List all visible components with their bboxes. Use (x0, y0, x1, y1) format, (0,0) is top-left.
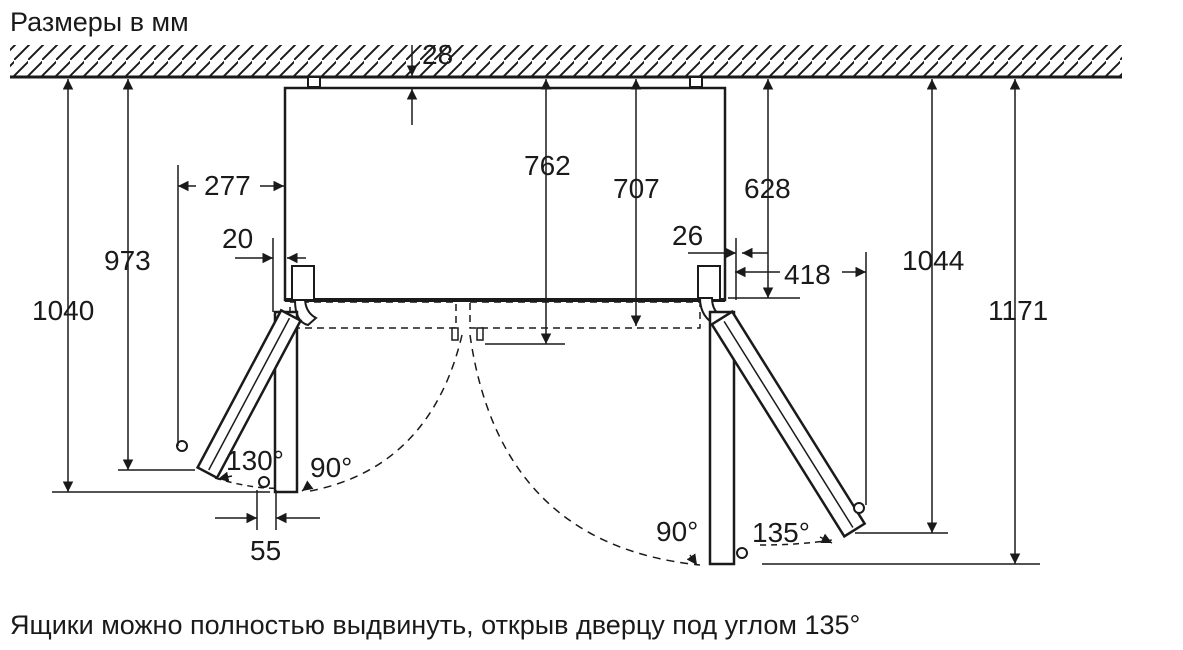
dim-973: 973 (104, 245, 151, 276)
handle-left-90 (258, 476, 270, 488)
left-door-130 (195, 308, 303, 480)
wall (10, 45, 1122, 79)
dim-1044: 1044 (902, 245, 964, 276)
handle-closed-left (451, 327, 459, 341)
dim-707: 707 (613, 173, 660, 204)
swing-arc-left (304, 334, 463, 493)
handle-left-open (176, 440, 188, 452)
swing-arc-right-small (759, 539, 833, 546)
dimension-lines (52, 45, 1040, 566)
dim-1040: 1040 (32, 295, 94, 326)
handle-right-90 (736, 547, 748, 559)
dim-1171: 1171 (988, 295, 1048, 326)
closed-door-outline (289, 301, 701, 329)
right-door-90 (708, 310, 736, 566)
page-title: Размеры в мм (10, 7, 189, 37)
wall-spacer-left (307, 76, 321, 88)
dim-wall-gap: 28 (422, 39, 453, 70)
right-door-135 (710, 309, 867, 539)
dim-277: 277 (204, 170, 251, 201)
dim-762: 762 (524, 150, 571, 181)
angle-left-90: 90° (310, 452, 352, 483)
angle-left-open: 130° (226, 445, 284, 476)
dim-20: 20 (222, 223, 253, 254)
dim-628: 628 (744, 173, 791, 204)
angle-right-90: 90° (656, 516, 698, 547)
dim-55: 55 (250, 535, 281, 566)
swing-arc-left-small (214, 477, 286, 490)
fridge-body (283, 86, 727, 302)
footnote: Ящики можно полностью выдвинуть, открыв … (10, 610, 861, 640)
handle-right-open (853, 502, 865, 514)
handle-closed-right (476, 327, 484, 341)
dim-418: 418 (784, 259, 831, 290)
angle-right-open: 135° (752, 517, 810, 548)
dim-26: 26 (672, 220, 703, 251)
wall-spacer-right (689, 76, 703, 88)
